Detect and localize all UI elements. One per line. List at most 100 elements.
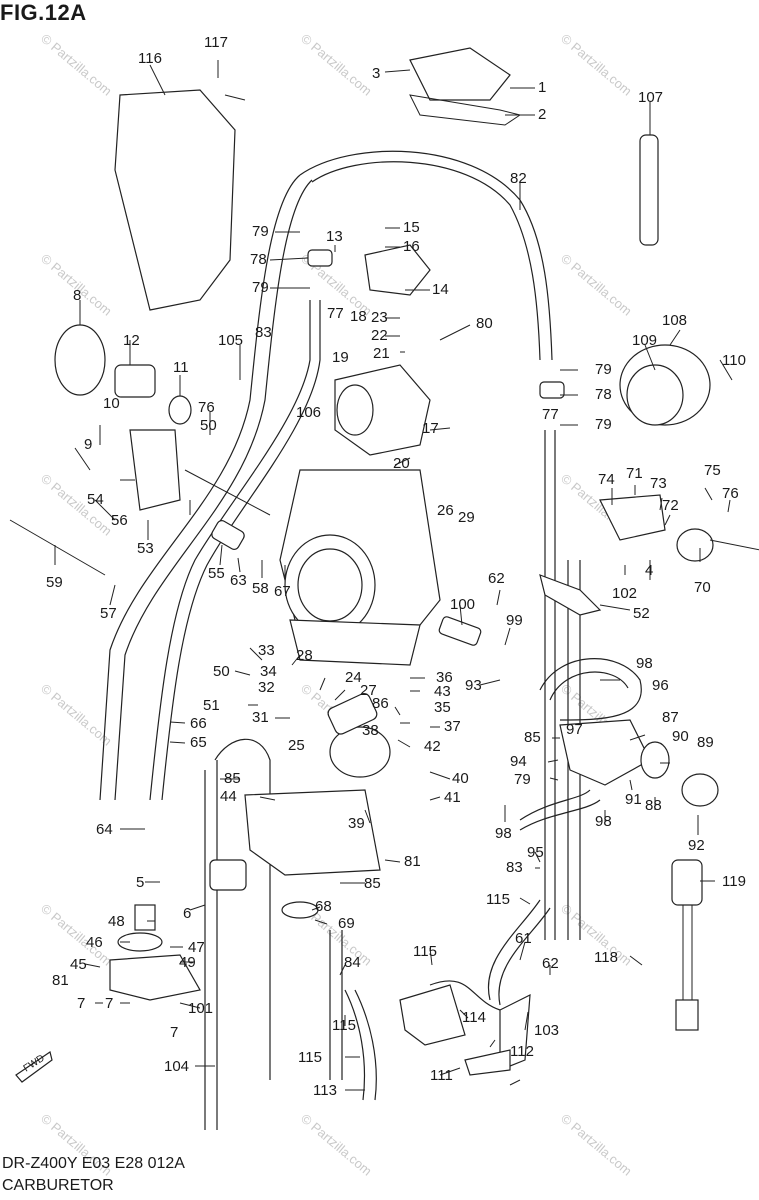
callout-label: 113 xyxy=(313,1082,337,1099)
bracket-71 xyxy=(599,494,666,541)
callout-label: 106 xyxy=(296,404,321,421)
callout-label: 22 xyxy=(371,327,388,344)
sensor-119 xyxy=(671,859,703,906)
callout-label: 94 xyxy=(510,753,527,770)
callout-label: 18 xyxy=(350,308,367,325)
callout-label: 115 xyxy=(413,943,437,960)
callout-label: 105 xyxy=(218,332,243,349)
callout-label: 79 xyxy=(595,361,612,378)
callout-label: 95 xyxy=(527,844,544,861)
callout-label: 34 xyxy=(260,663,277,680)
ring-68 xyxy=(281,901,319,919)
callout-label: 101 xyxy=(188,1000,213,1017)
callout-label: 8 xyxy=(73,287,81,304)
callout-label: 17 xyxy=(422,420,439,437)
callout-label: 75 xyxy=(704,462,721,479)
leader-lines xyxy=(54,60,733,1091)
callout-label: 118 xyxy=(594,949,618,966)
callout-label: 16 xyxy=(403,238,420,255)
sensor-plug xyxy=(675,999,699,1031)
callout-label: 2 xyxy=(538,106,546,123)
callout-label: 88 xyxy=(645,797,662,814)
callout-label: 85 xyxy=(224,770,241,787)
callout-label: 33 xyxy=(258,642,275,659)
callout-label: 109 xyxy=(632,332,657,349)
callout-label: 62 xyxy=(542,955,559,972)
callout-label: 4 xyxy=(645,562,653,579)
bracket-107 xyxy=(639,134,659,246)
callout-label: 6 xyxy=(183,905,191,922)
callout-label: 40 xyxy=(452,770,469,787)
spring-12 xyxy=(114,364,156,398)
callout-label: 77 xyxy=(542,406,559,423)
fwd-arrow-icon xyxy=(15,1051,53,1083)
callout-label: 96 xyxy=(652,677,669,694)
callout-label: 11 xyxy=(173,359,189,376)
callout-label: 83 xyxy=(255,324,272,341)
callout-label: 57 xyxy=(100,605,117,622)
callout-label: 81 xyxy=(404,853,421,870)
bracket-10 xyxy=(129,429,181,511)
callout-label: 78 xyxy=(250,251,267,268)
callout-label: 90 xyxy=(672,728,689,745)
watermark: © Partzilla.com xyxy=(298,31,375,99)
callout-label: 87 xyxy=(662,709,679,726)
callout-label: 80 xyxy=(476,315,493,332)
callout-label: 100 xyxy=(450,596,475,613)
callout-label: 78 xyxy=(595,386,612,403)
intake-bore-inner xyxy=(297,548,363,622)
valve-6 xyxy=(209,859,247,891)
callout-label: 98 xyxy=(636,655,653,672)
callout-label: 67 xyxy=(274,583,291,600)
callout-label: 79 xyxy=(595,416,612,433)
callout-label: 15 xyxy=(403,219,420,236)
callout-label: 1 xyxy=(538,79,546,96)
watermark: © Partzilla.com xyxy=(38,251,115,319)
callout-label: 98 xyxy=(495,825,512,842)
watermark: © Partzilla.com xyxy=(38,681,115,749)
cap-8 xyxy=(54,324,106,396)
callout-label: 51 xyxy=(203,697,220,714)
callout-label: 50 xyxy=(213,663,230,680)
cover-1 xyxy=(409,47,511,101)
callout-label: 85 xyxy=(364,875,381,892)
callout-label: 9 xyxy=(84,436,92,453)
joint-14 xyxy=(364,244,431,296)
spring-55 xyxy=(211,520,245,550)
callout-label: 37 xyxy=(444,718,461,735)
callout-label: 20 xyxy=(393,455,410,472)
callout-label: 108 xyxy=(662,312,687,329)
callout-label: 115 xyxy=(332,1017,356,1034)
bracket-111 xyxy=(464,1049,511,1076)
callout-label: 61 xyxy=(515,930,532,947)
callout-label: 116 xyxy=(138,50,162,67)
callout-label: 83 xyxy=(506,859,523,876)
callout-label: 84 xyxy=(344,954,361,971)
model-code-label: DR-Z400Y E03 E28 012A xyxy=(2,1155,185,1172)
hose-lines xyxy=(99,150,642,1130)
callout-label: 111 xyxy=(430,1067,453,1084)
figure-title: FIG.12A xyxy=(0,0,87,25)
callout-label: 36 xyxy=(436,669,453,686)
callout-label: 21 xyxy=(373,345,390,362)
callout-label: 13 xyxy=(326,228,343,245)
callout-label: 77 xyxy=(327,305,344,322)
callout-label: 79 xyxy=(252,223,269,240)
callout-label: 19 xyxy=(332,349,349,366)
plate-19 xyxy=(336,384,374,436)
hose-100 xyxy=(438,616,482,646)
seal-11 xyxy=(168,395,192,425)
callout-label: 104 xyxy=(164,1058,189,1075)
callout-label: 79 xyxy=(514,771,531,788)
callout-label: 29 xyxy=(458,509,475,526)
callout-label: 115 xyxy=(298,1049,322,1066)
callout-label: 63 xyxy=(230,572,247,589)
callout-label: 35 xyxy=(434,699,451,716)
callout-label: 117 xyxy=(204,34,228,51)
assembly-name-label: CARBURETOR xyxy=(2,1177,114,1194)
callout-label: 7 xyxy=(77,995,85,1012)
gasket-2 xyxy=(409,94,522,126)
watermark: © Partzilla.com xyxy=(558,251,635,319)
callout-label: 64 xyxy=(96,821,113,838)
callout-label: 76 xyxy=(198,399,215,416)
